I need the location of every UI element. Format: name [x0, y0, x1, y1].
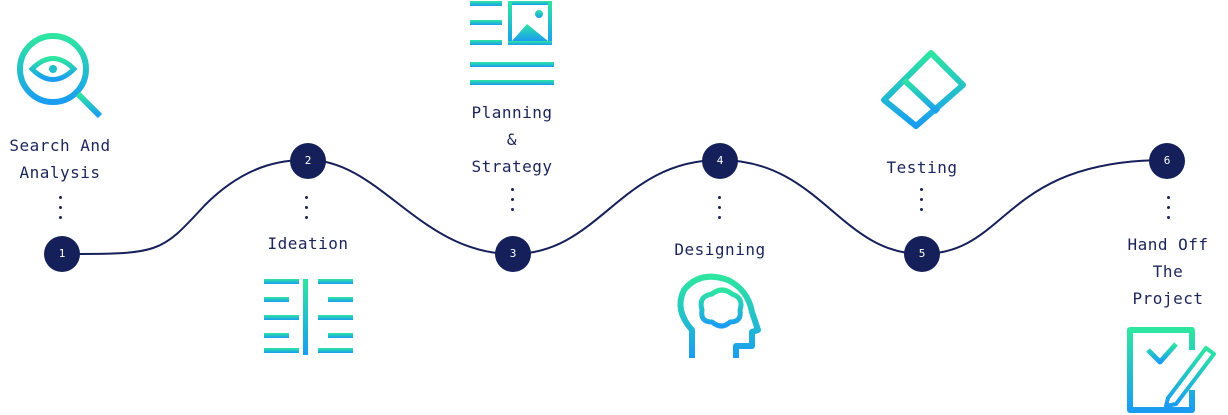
step-label-6: Hand Off The Project: [1127, 235, 1209, 308]
step-node-5: 5: [904, 236, 940, 272]
step-node-4: 4: [702, 143, 738, 179]
head-brain-icon: [677, 273, 761, 358]
connector-dots-6: [1167, 196, 1171, 226]
connector-dots-2: [305, 196, 309, 226]
connector-dots-4: [718, 196, 722, 226]
connector-dots-3: [511, 188, 515, 218]
magnifier-eye-icon: [17, 33, 103, 119]
step-node-6: 6: [1149, 143, 1185, 179]
step-node-3: 3: [495, 236, 531, 272]
step-label-2: Ideation: [267, 234, 349, 253]
step-label-4: Designing: [674, 240, 766, 259]
eraser-icon: [878, 50, 968, 137]
step-node-2: 2: [290, 143, 326, 179]
checklist-pencil-icon: [1127, 327, 1216, 413]
step-node-1: 1: [44, 236, 80, 272]
columns-list-icon: [264, 279, 353, 355]
step-label-3: Planning & Strategy: [471, 103, 553, 176]
connector-dots-5: [920, 188, 924, 218]
step-label-1: Search And Analysis: [9, 136, 111, 182]
step-label-5: Testing: [886, 158, 958, 177]
text-image-layout-icon: [470, 1, 554, 85]
connector-dots-1: [59, 196, 63, 226]
